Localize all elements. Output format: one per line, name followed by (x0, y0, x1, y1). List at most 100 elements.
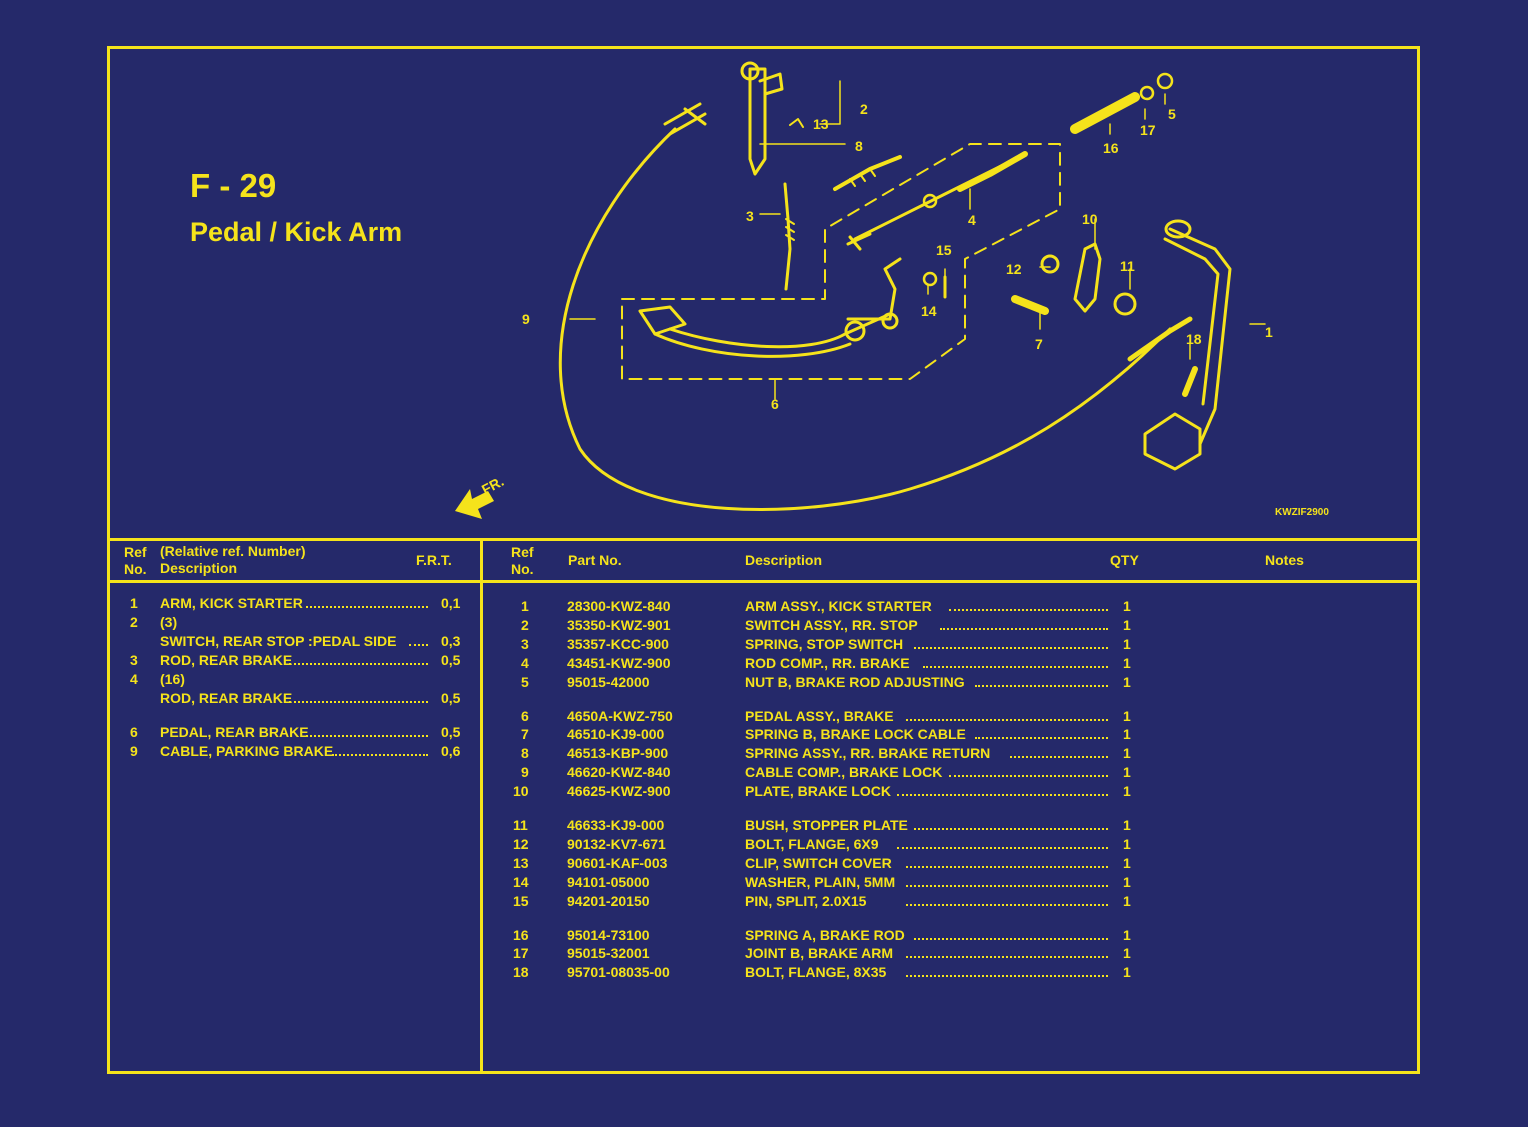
part-qty: 1 (1123, 817, 1131, 833)
stopper-bush (1113, 292, 1137, 316)
callout-2: 2 (860, 101, 868, 117)
callout-11: 11 (1120, 258, 1135, 274)
part-qty: 1 (1123, 673, 1131, 690)
pedal-pivot (846, 257, 902, 321)
part-description: BOLT, FLANGE, 8X35 (745, 964, 887, 981)
part-ref: 6 (521, 707, 529, 724)
return-spring-coil (849, 168, 876, 187)
frt-value: 0,5 (441, 690, 461, 706)
part-number: 46633-KJ9-000 (567, 817, 665, 833)
parts-table: Ref No. Part No. Description QTY Notes 1… (483, 538, 1420, 1071)
part-qty: 1 (1123, 945, 1131, 962)
callout-4: 4 (968, 212, 976, 228)
frt-ref: 4 (130, 671, 138, 687)
dot-leader (940, 627, 1108, 630)
callout-3: 3 (746, 208, 754, 224)
part-number: 43451-KWZ-900 (567, 654, 671, 671)
flange-bolt-6x9 (1040, 254, 1060, 274)
part-description: CABLE COMP., BRAKE LOCK (745, 764, 943, 781)
part-number: 95014-73100 (567, 926, 650, 943)
part-number: 4650A-KWZ-750 (567, 707, 673, 724)
part-ref: 11 (513, 817, 528, 833)
dot-leader (914, 646, 1108, 649)
kick-arm-inner (1163, 237, 1220, 406)
frt-value: 0,3 (441, 633, 461, 649)
part-qty: 1 (1123, 783, 1131, 800)
dot-leader (905, 956, 1108, 959)
part-number: 95701-08035-00 (567, 964, 670, 981)
callout-13: 13 (813, 116, 829, 132)
frt-table: Ref No. (Relative ref. Number) Descripti… (110, 538, 483, 1071)
part-description: PLATE, BRAKE LOCK (745, 783, 891, 800)
callout-15: 15 (936, 242, 952, 258)
frt-row: 4(16) (110, 670, 480, 689)
part-ref: 9 (521, 764, 529, 781)
dot-leader (914, 828, 1108, 830)
frt-description: CABLE, PARKING BRAKE (160, 743, 334, 759)
part-ref: 15 (513, 892, 529, 909)
joint-b (1139, 85, 1155, 101)
part-ref: 5 (521, 673, 529, 690)
part-qty: 1 (1123, 726, 1131, 743)
no-header: No. (511, 561, 534, 577)
callout-17: 17 (1140, 122, 1156, 138)
part-ref: 12 (513, 835, 529, 852)
part-number: 46620-KWZ-840 (567, 764, 671, 781)
part-description: JOINT B, BRAKE ARM (745, 945, 894, 962)
part-qty: 1 (1123, 835, 1131, 852)
brake-pedal-arm (653, 312, 892, 358)
part-number: 46513-KBP-900 (567, 745, 669, 762)
no-header: No. (124, 561, 147, 577)
part-qty: 1 (1123, 707, 1131, 724)
callout-14: 14 (921, 303, 937, 319)
part-number: 28300-KWZ-840 (567, 598, 671, 614)
callout-6: 6 (771, 396, 779, 412)
frt-value: 0,5 (441, 724, 461, 740)
frt-relative-ref: (3) (160, 614, 178, 630)
frt-ref: 1 (130, 595, 138, 611)
part-description: SPRING ASSY., RR. BRAKE RETURN (745, 745, 991, 762)
nut-b (1156, 72, 1174, 90)
part-description: SPRING A, BRAKE ROD (745, 926, 905, 943)
part-qty: 1 (1123, 745, 1131, 762)
part-description: BUSH, STOPPER PLATE (745, 817, 908, 833)
ref-header: Ref (124, 544, 147, 560)
part-description: SPRING, STOP SWITCH (745, 635, 904, 652)
part-number: 90601-KAF-003 (567, 854, 668, 871)
frt-ref: 6 (130, 724, 138, 740)
frt-ref: 2 (130, 614, 138, 630)
part-ref: 2 (521, 616, 529, 633)
frt-row: 6 PEDAL, REAR BRAKE 0,5 (110, 723, 480, 742)
part-qty: 1 (1123, 926, 1131, 943)
part-qty: 1 (1123, 892, 1131, 909)
callout-1: 1 (1265, 324, 1273, 340)
part-qty: 1 (1123, 964, 1131, 981)
part-ref: 3 (521, 635, 529, 652)
part-description: PEDAL ASSY., BRAKE (745, 707, 894, 724)
brake-lock-spring (1011, 295, 1049, 315)
part-description: BOLT, FLANGE, 6X9 (745, 835, 879, 852)
rod-adjuster (957, 151, 1028, 192)
kick-arm-end (1164, 219, 1192, 239)
part-ref: 14 (513, 873, 529, 890)
frt-description: PEDAL, REAR BRAKE (160, 724, 309, 740)
dot-leader (409, 644, 428, 646)
frt-value: 0,5 (441, 652, 461, 668)
dot-leader (289, 663, 428, 665)
qty-header: QTY (1110, 552, 1139, 568)
part-ref: 13 (513, 854, 529, 871)
dot-leader (905, 903, 1108, 906)
dot-leader (975, 684, 1108, 687)
leader-lines (569, 80, 1266, 400)
dot-leader (975, 737, 1108, 740)
dot-leader (914, 937, 1108, 940)
